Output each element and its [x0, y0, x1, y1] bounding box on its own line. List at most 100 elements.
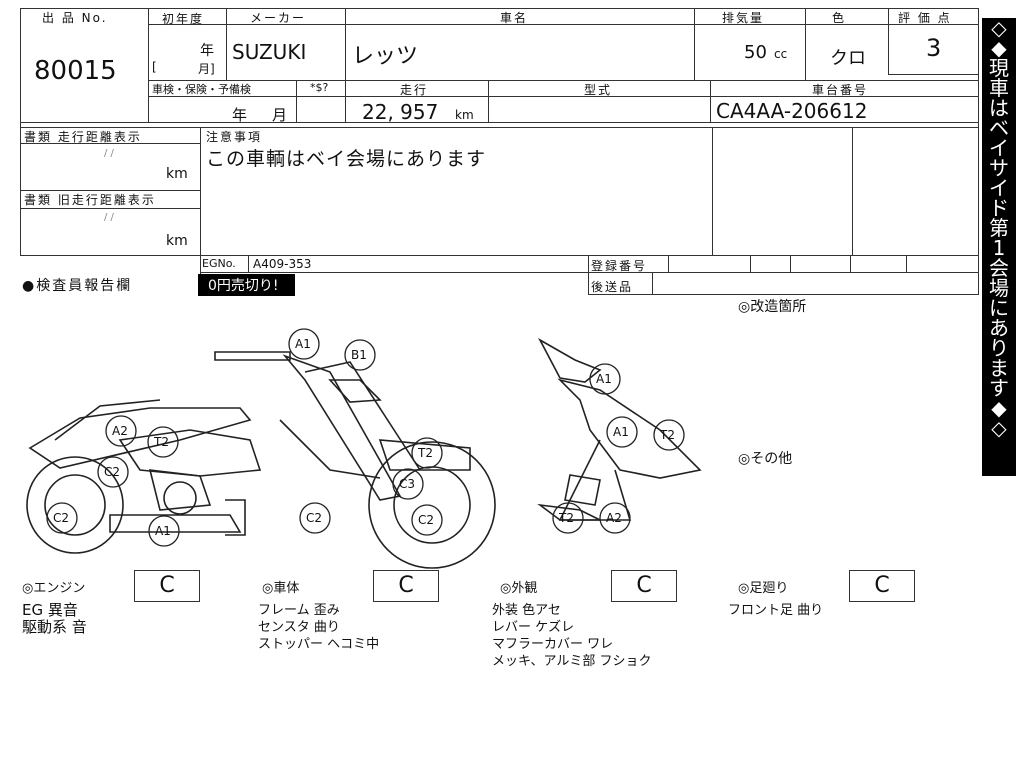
lot-number: 80015: [34, 56, 117, 86]
notes-text: この車輌はベイ会場にあります: [206, 148, 487, 170]
bracket-open: [: [152, 60, 157, 74]
price-code-label: *$?: [310, 81, 329, 94]
side-banner-char: ◆: [991, 396, 1007, 420]
chassis-number: CA4AA-206612: [716, 99, 868, 123]
side-banner-char: イ: [989, 176, 1009, 200]
other-notes-label: ◎その他: [738, 451, 793, 467]
side-banner-char: ◇: [991, 16, 1007, 40]
side-banner-char: 場: [989, 276, 1009, 300]
damage-mark: C2: [418, 513, 435, 527]
grade-label: 評 価 点: [898, 11, 952, 25]
docs-mileage-label: 書類 走行距離表示: [24, 130, 142, 144]
inspection-year: 年: [232, 106, 248, 124]
lot-no-label: 出 品 No.: [42, 11, 108, 25]
eg-no-value: A409-353: [253, 257, 312, 271]
displacement-value: 50: [744, 42, 767, 63]
eg-no-label: EGNo.: [202, 257, 236, 270]
engine-grade: C: [134, 570, 200, 602]
month-unit: 月]: [198, 62, 215, 76]
mileage-value: 22, 957: [362, 100, 439, 124]
damage-mark: A1: [295, 337, 311, 351]
exterior-grade: C: [611, 570, 677, 602]
side-banner-char: ◇: [991, 416, 1007, 440]
side-banner-char: ◆: [991, 36, 1007, 60]
side-banner-char: 会: [989, 256, 1009, 280]
chassis-no-label: 車台番号: [812, 83, 869, 97]
old-unit: km: [166, 233, 188, 249]
engine-note: EG 異音: [22, 601, 78, 619]
suspension-note: フロント足 曲り: [728, 603, 824, 618]
exterior-note: 外装 色アセ: [492, 603, 561, 618]
exterior-note: マフラーカバー ワレ: [492, 637, 614, 652]
damage-mark: T2: [154, 435, 169, 449]
grade-value: 3: [926, 34, 942, 62]
side-banner-char: 第: [989, 216, 1009, 240]
damage-mark: A2: [112, 424, 128, 438]
damage-mark: T2: [559, 511, 574, 525]
model-type-label: 型式: [584, 83, 613, 97]
side-banner-char: ド: [989, 196, 1009, 220]
side-banner-char: サ: [989, 156, 1009, 180]
inspector-report-label: ●検査員報告欄: [22, 278, 133, 294]
side-banner-char: ベ: [989, 116, 1009, 140]
sold-badge: 0円売切り!: [198, 274, 295, 296]
maker-label: メーカー: [250, 11, 307, 25]
docs-date: / /: [104, 148, 114, 159]
side-banner-char: 車: [989, 76, 1009, 100]
damage-mark: A2: [606, 511, 622, 525]
exterior-note: メッキ、アルミ部 フショク: [492, 654, 652, 669]
reg-no-label: 登録番号: [591, 259, 648, 273]
damage-mark: A1: [596, 372, 612, 386]
maker-value: SUZUKI: [232, 40, 307, 64]
exterior-note: レバー ケズレ: [492, 620, 575, 635]
body-note: センスタ 曲り: [258, 620, 340, 635]
exterior-rating-label: ◎外観: [500, 581, 538, 596]
damage-mark: T2: [660, 428, 675, 442]
damage-mark: A1: [613, 425, 629, 439]
notes-label: 注意事項: [206, 130, 263, 144]
old-date: / /: [104, 212, 114, 223]
body-grade: C: [373, 570, 439, 602]
model-name-label: 車名: [500, 11, 529, 25]
damage-mark: T2: [418, 446, 433, 460]
side-banner-char: り: [989, 336, 1009, 360]
side-banner-char: す: [989, 376, 1009, 400]
scooter-side-view: [26, 351, 496, 569]
displacement-label: 排気量: [722, 11, 765, 25]
damage-mark: C2: [306, 511, 323, 525]
body-rating-label: ◎車体: [262, 581, 300, 596]
body-note: ストッパー ヘコミ中: [258, 637, 380, 652]
damage-mark: B1: [351, 348, 367, 362]
side-banner-char: あ: [989, 316, 1009, 340]
damage-mark: C2: [53, 511, 70, 525]
side-banner-char: に: [989, 296, 1009, 320]
side-banner-char: 1: [992, 236, 1006, 260]
inspection-label: 車検・保険・予備検: [152, 83, 251, 96]
first-reg-year-label: 初年度: [162, 12, 205, 26]
mileage-label: 走行: [400, 83, 429, 97]
body-note: フレーム 歪み: [258, 603, 340, 618]
docs-old-mileage-label: 書類 旧走行距離表示: [24, 193, 156, 207]
side-banner-char: は: [989, 96, 1009, 120]
side-banner-char: 現: [989, 56, 1009, 80]
modified-parts-label: ◎改造箇所: [738, 299, 807, 315]
shipping-label: 後送品: [591, 280, 634, 294]
suspension-rating-label: ◎足廻り: [738, 581, 789, 596]
docs-unit: km: [166, 166, 188, 182]
damage-mark: C2: [104, 465, 121, 479]
color-value: クロ: [830, 48, 866, 69]
damage-mark: C3: [399, 477, 416, 491]
suspension-grade: C: [849, 570, 915, 602]
model-name-value: レッツ: [352, 44, 419, 69]
inspection-month: 月: [272, 106, 288, 124]
side-banner-char: ま: [989, 356, 1009, 380]
damage-mark: A1: [155, 524, 171, 538]
color-label: 色: [832, 11, 847, 25]
side-banner-char: イ: [989, 136, 1009, 160]
mileage-unit: km: [455, 108, 474, 122]
engine-note: 駆動系 音: [22, 618, 87, 636]
displacement-unit: cc: [774, 47, 788, 61]
engine-rating-label: ◎エンジン: [22, 581, 86, 596]
